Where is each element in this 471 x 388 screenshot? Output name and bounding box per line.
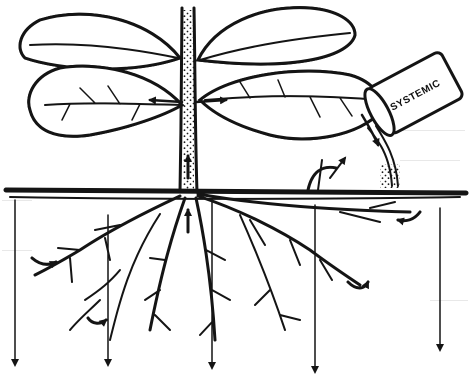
leaf-upper-right	[198, 8, 355, 64]
leaf-upper-left	[20, 14, 180, 69]
soil-surface	[6, 190, 466, 199]
leaching-arrows	[15, 200, 440, 372]
root-uptake-arrows	[32, 212, 420, 323]
surface-granules	[308, 158, 345, 190]
leaf-lower-right	[200, 71, 381, 139]
root-system	[35, 194, 410, 340]
